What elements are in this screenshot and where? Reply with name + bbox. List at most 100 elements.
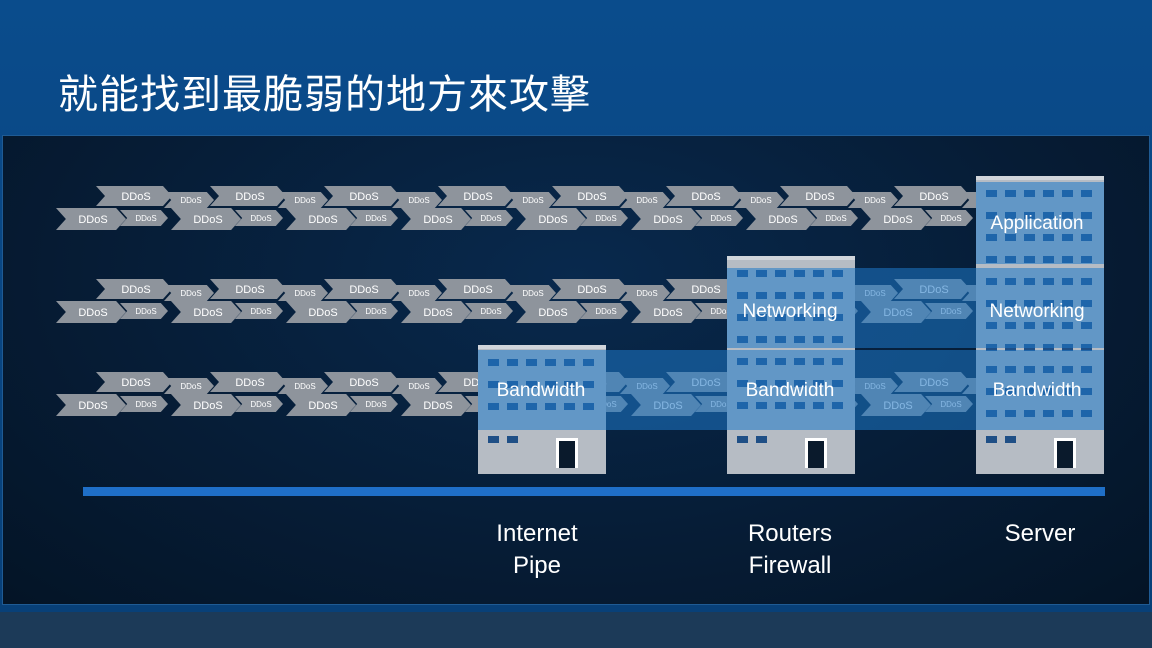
ddos-arrow-label: DDoS bbox=[121, 284, 150, 296]
network-baseline bbox=[83, 487, 1105, 496]
ddos-arrow-label: DDoS bbox=[768, 214, 797, 226]
ddos-arrow: DDoS bbox=[324, 279, 400, 299]
ddos-arrow: DDoS bbox=[465, 210, 513, 226]
ddos-arrow: DDoS bbox=[734, 192, 784, 208]
ddos-arrow: DDoS bbox=[506, 285, 556, 301]
ddos-arrow-label: DDoS bbox=[864, 196, 885, 205]
ddos-arrow: DDoS bbox=[286, 208, 356, 230]
ddos-arrow-label: DDoS bbox=[636, 196, 657, 205]
ddos-arrow: DDoS bbox=[286, 394, 356, 416]
ddos-arrow-label: DDoS bbox=[577, 284, 606, 296]
ddos-arrow: DDoS bbox=[401, 208, 471, 230]
ddos-arrow-label: DDoS bbox=[463, 284, 492, 296]
ddos-arrow: DDoS bbox=[392, 285, 442, 301]
caption-routers-line1: Routers bbox=[747, 520, 833, 547]
application-band bbox=[976, 182, 1104, 264]
ddos-arrow: DDoS bbox=[861, 208, 931, 230]
caption-internet-line2: Pipe bbox=[512, 552, 562, 579]
ddos-arrow: DDoS bbox=[392, 378, 442, 394]
ddos-arrow-label: DDoS bbox=[349, 284, 378, 296]
ddos-arrow: DDoS bbox=[96, 372, 172, 392]
ddos-arrow-label: DDoS bbox=[78, 400, 107, 412]
ddos-arrow-label: DDoS bbox=[250, 307, 271, 316]
building-roof bbox=[976, 176, 1104, 180]
ddos-arrow: DDoS bbox=[848, 192, 898, 208]
ddos-arrow-label: DDoS bbox=[825, 214, 846, 223]
ddos-arrow-label: DDoS bbox=[522, 196, 543, 205]
building-door-inner bbox=[1057, 441, 1073, 468]
building-roof bbox=[727, 256, 855, 260]
ddos-arrow: DDoS bbox=[631, 301, 701, 323]
ddos-arrow: DDoS bbox=[516, 208, 586, 230]
ddos-arrow: DDoS bbox=[631, 208, 701, 230]
ddos-arrow: DDoS bbox=[925, 210, 973, 226]
ddos-arrow-label: DDoS bbox=[408, 289, 429, 298]
bandwidth-label-server: Bandwidth bbox=[993, 380, 1082, 401]
ddos-arrow-label: DDoS bbox=[710, 214, 731, 223]
ddos-arrow: DDoS bbox=[350, 303, 398, 319]
ddos-arrow: DDoS bbox=[96, 186, 172, 206]
ddos-arrow: DDoS bbox=[56, 301, 126, 323]
ddos-arrow-label: DDoS bbox=[480, 307, 501, 316]
ddos-arrow: DDoS bbox=[96, 279, 172, 299]
ddos-arrow: DDoS bbox=[350, 210, 398, 226]
building-window bbox=[1005, 436, 1016, 443]
networking-band bbox=[727, 268, 1104, 348]
caption-server-line1: Server bbox=[1004, 520, 1076, 547]
ddos-arrow: DDoS bbox=[235, 210, 283, 226]
ddos-arrow: DDoS bbox=[210, 186, 286, 206]
building-roof bbox=[478, 345, 606, 349]
ddos-arrow: DDoS bbox=[324, 372, 400, 392]
ddos-arrow: DDoS bbox=[810, 210, 858, 226]
ddos-arrow: DDoS bbox=[210, 372, 286, 392]
ddos-arrow: DDoS bbox=[392, 192, 442, 208]
ddos-arrow-label: DDoS bbox=[193, 307, 222, 319]
ddos-arrow: DDoS bbox=[278, 192, 328, 208]
ddos-arrow: DDoS bbox=[350, 396, 398, 412]
ddos-arrow: DDoS bbox=[171, 208, 241, 230]
caption-routers-firewall: Routers Firewall bbox=[690, 518, 890, 582]
ddos-arrow-label: DDoS bbox=[193, 400, 222, 412]
building-window bbox=[488, 436, 499, 443]
ddos-arrow-label: DDoS bbox=[235, 377, 264, 389]
bandwidth-label-routers: Bandwidth bbox=[746, 380, 835, 401]
ddos-arrow-label: DDoS bbox=[408, 196, 429, 205]
ddos-arrow-label: DDoS bbox=[595, 214, 616, 223]
ddos-arrow: DDoS bbox=[171, 301, 241, 323]
ddos-arrow: DDoS bbox=[666, 186, 742, 206]
ddos-arrow-label: DDoS bbox=[235, 191, 264, 203]
networking-label-routers: Networking bbox=[742, 301, 837, 322]
building-window bbox=[756, 436, 767, 443]
ddos-arrow-label: DDoS bbox=[135, 307, 156, 316]
ddos-arrow: DDoS bbox=[780, 186, 856, 206]
ddos-arrow-label: DDoS bbox=[750, 196, 771, 205]
ddos-arrow-label: DDoS bbox=[294, 382, 315, 391]
building-door-inner bbox=[559, 441, 575, 468]
ddos-arrow-label: DDoS bbox=[193, 214, 222, 226]
building-door-inner bbox=[808, 441, 824, 468]
ddos-arrow-label: DDoS bbox=[365, 307, 386, 316]
ddos-arrow: DDoS bbox=[580, 303, 628, 319]
ddos-arrow-label: DDoS bbox=[365, 214, 386, 223]
ddos-arrow: DDoS bbox=[120, 303, 168, 319]
ddos-arrow: DDoS bbox=[56, 208, 126, 230]
ddos-arrow: DDoS bbox=[278, 378, 328, 394]
ddos-arrow: DDoS bbox=[120, 210, 168, 226]
slide-title: 就能找到最脆弱的地方來攻擊 bbox=[58, 72, 591, 118]
ddos-arrow: DDoS bbox=[210, 279, 286, 299]
ddos-arrow: DDoS bbox=[666, 279, 742, 299]
ddos-arrow: DDoS bbox=[164, 285, 214, 301]
ddos-arrow: DDoS bbox=[506, 192, 556, 208]
ddos-arrow-label: DDoS bbox=[294, 196, 315, 205]
ddos-arrow: DDoS bbox=[278, 285, 328, 301]
caption-internet-pipe: Internet Pipe bbox=[437, 518, 637, 582]
ddos-arrow-label: DDoS bbox=[294, 289, 315, 298]
ddos-arrow-label: DDoS bbox=[308, 400, 337, 412]
ddos-arrow: DDoS bbox=[171, 394, 241, 416]
bandwidth-label-internet: Bandwidth bbox=[497, 380, 586, 401]
ddos-arrow-label: DDoS bbox=[522, 289, 543, 298]
ddos-arrow-label: DDoS bbox=[250, 214, 271, 223]
ddos-arrow-label: DDoS bbox=[940, 214, 961, 223]
ddos-arrow-label: DDoS bbox=[180, 382, 201, 391]
